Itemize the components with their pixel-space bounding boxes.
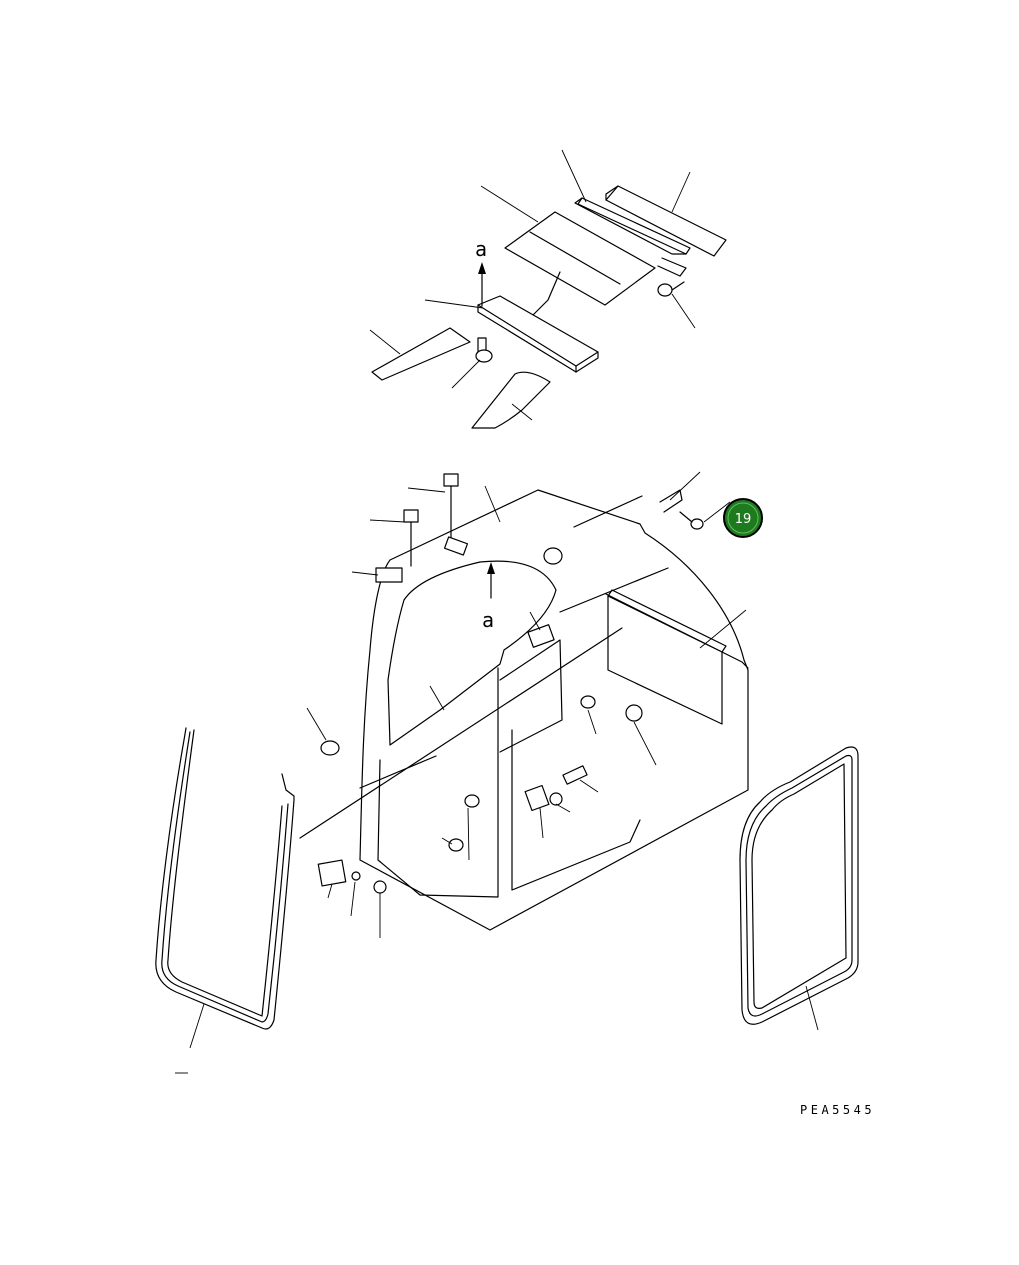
- bolt-side: [562, 765, 588, 785]
- bracket-clip: [657, 257, 687, 277]
- rear-panel: [607, 595, 723, 725]
- callout-19-bolt: [690, 518, 704, 530]
- fastener-mid: [580, 695, 596, 709]
- push-fastener: [475, 337, 493, 363]
- plug-right: [625, 704, 643, 722]
- fastener-low-2: [448, 838, 464, 852]
- mount-plate: [375, 567, 403, 583]
- reference-label-mid: a: [482, 608, 494, 632]
- headliner-panel: [504, 211, 656, 306]
- window-seal-left: [155, 727, 295, 1074]
- fastener-low-1: [464, 794, 480, 808]
- upper-assembly: a: [369, 149, 727, 429]
- left-quarter-trim: [371, 327, 471, 381]
- lower-rail: [477, 295, 599, 367]
- bracket-plate: [524, 784, 550, 812]
- drawing-code: PEA5545: [800, 1103, 875, 1117]
- callout-19-marker[interactable]: 19: [723, 498, 763, 538]
- roof-clip: [527, 624, 555, 648]
- window-seal-right: [739, 746, 859, 1031]
- clip-fastener: [657, 283, 673, 297]
- grommet-top: [543, 547, 563, 565]
- bolt-top-2: [403, 509, 419, 567]
- top-right-clip: [659, 489, 683, 513]
- cab-frame: a: [299, 471, 749, 938]
- small-plate: [317, 859, 347, 887]
- screw: [373, 880, 387, 894]
- reference-label-top: a: [475, 237, 487, 261]
- callout-19-number: 19: [735, 512, 752, 527]
- cab-outline: [359, 489, 749, 931]
- washer: [351, 871, 361, 881]
- bolt-top-1: [443, 473, 469, 556]
- bracket-nut: [549, 792, 563, 806]
- roof-trim-strip-2: [605, 185, 727, 257]
- lower-curved-trim: [471, 371, 551, 429]
- plug-left: [320, 740, 340, 756]
